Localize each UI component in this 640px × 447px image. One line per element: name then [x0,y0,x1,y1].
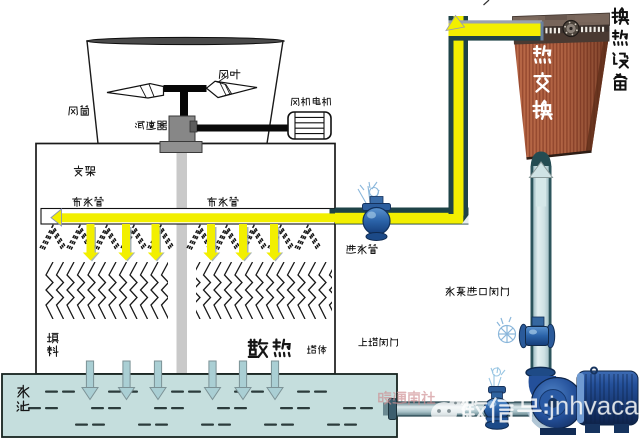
svg-text:jnhvaca: jnhvaca [548,391,639,421]
